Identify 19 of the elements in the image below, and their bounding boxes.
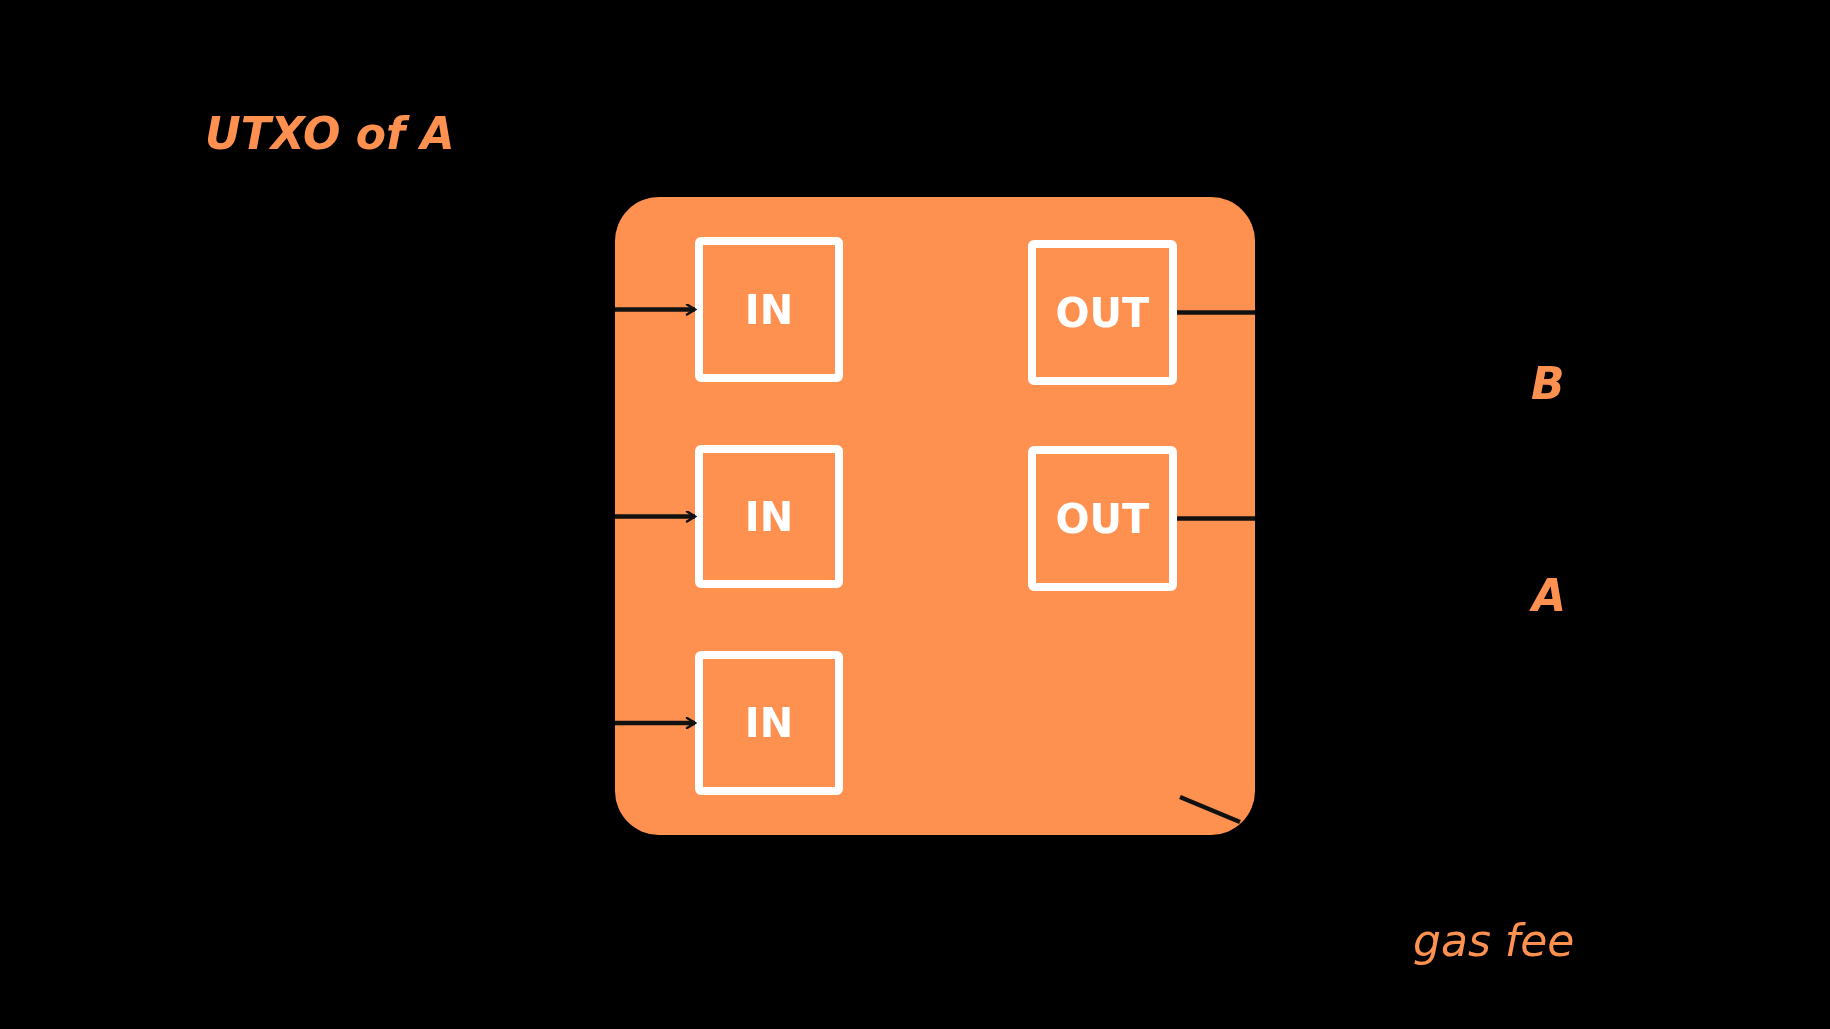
utxo-box bbox=[695, 237, 843, 382]
arrow bbox=[615, 716, 697, 730]
transaction-panel bbox=[615, 197, 1255, 835]
utxo-box bbox=[1028, 240, 1177, 385]
arrow bbox=[615, 303, 697, 316]
box-label: OUT bbox=[1055, 289, 1150, 336]
box-label: IN bbox=[744, 493, 794, 540]
caption-text: gas fee bbox=[1413, 915, 1575, 966]
box-label: IN bbox=[744, 286, 794, 333]
caption-text: B bbox=[1531, 358, 1565, 409]
utxo-box bbox=[1028, 446, 1177, 591]
utxo-box bbox=[695, 445, 843, 588]
connector-line bbox=[1177, 310, 1255, 315]
connector-line bbox=[1177, 516, 1255, 521]
caption-text: UTXO of A bbox=[205, 108, 455, 159]
utxo-box bbox=[695, 651, 843, 795]
box-label: IN bbox=[744, 700, 794, 746]
box-label: OUT bbox=[1055, 495, 1150, 542]
arrow bbox=[615, 510, 697, 523]
